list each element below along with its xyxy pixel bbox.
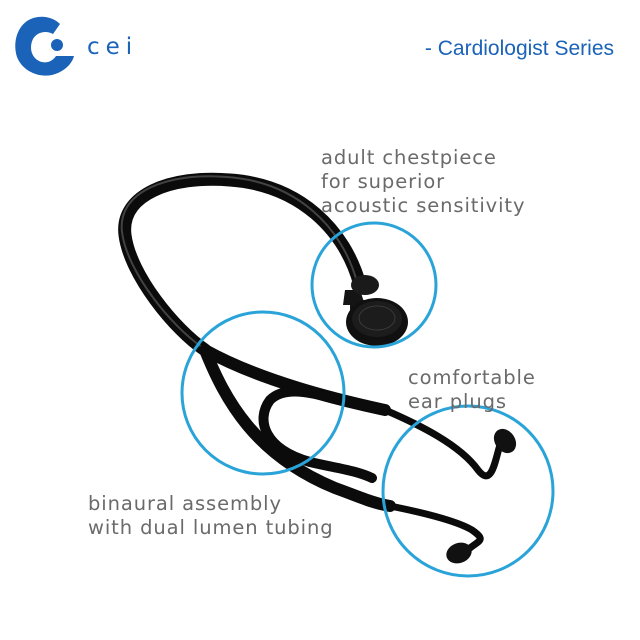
caption-line: binaural assembly bbox=[88, 492, 282, 515]
caption-line: for superior bbox=[321, 170, 446, 193]
chestpiece-highlight-circle bbox=[310, 221, 438, 349]
caption-line: adult chestpiece bbox=[321, 146, 497, 169]
series-title: - Cardiologist Series bbox=[424, 37, 614, 60]
chestpiece bbox=[343, 275, 408, 346]
ear-plug-lower bbox=[446, 542, 472, 564]
caption-line: acoustic sensitivity bbox=[321, 194, 526, 217]
ear-plugs-caption: comfortable ear plugs bbox=[408, 366, 536, 414]
cei-logo-icon bbox=[12, 12, 76, 78]
ear-plug-upper bbox=[493, 428, 517, 454]
binaural-yoke bbox=[199, 344, 396, 512]
ear-tube-upper bbox=[381, 406, 504, 480]
caption-line: ear plugs bbox=[408, 390, 507, 413]
binaural-highlight-circle bbox=[180, 310, 346, 476]
chestpiece-caption: adult chestpiece for superior acoustic s… bbox=[321, 146, 525, 218]
caption-line: comfortable bbox=[408, 366, 536, 389]
binaural-spring bbox=[258, 386, 390, 483]
ear-tube-lower bbox=[386, 502, 484, 552]
brand-name: cei bbox=[87, 34, 139, 60]
caption-line: with dual lumen tubing bbox=[88, 516, 334, 539]
ear-plugs-highlight-circle bbox=[381, 404, 555, 578]
binaural-caption: binaural assembly with dual lumen tubing bbox=[88, 492, 334, 540]
